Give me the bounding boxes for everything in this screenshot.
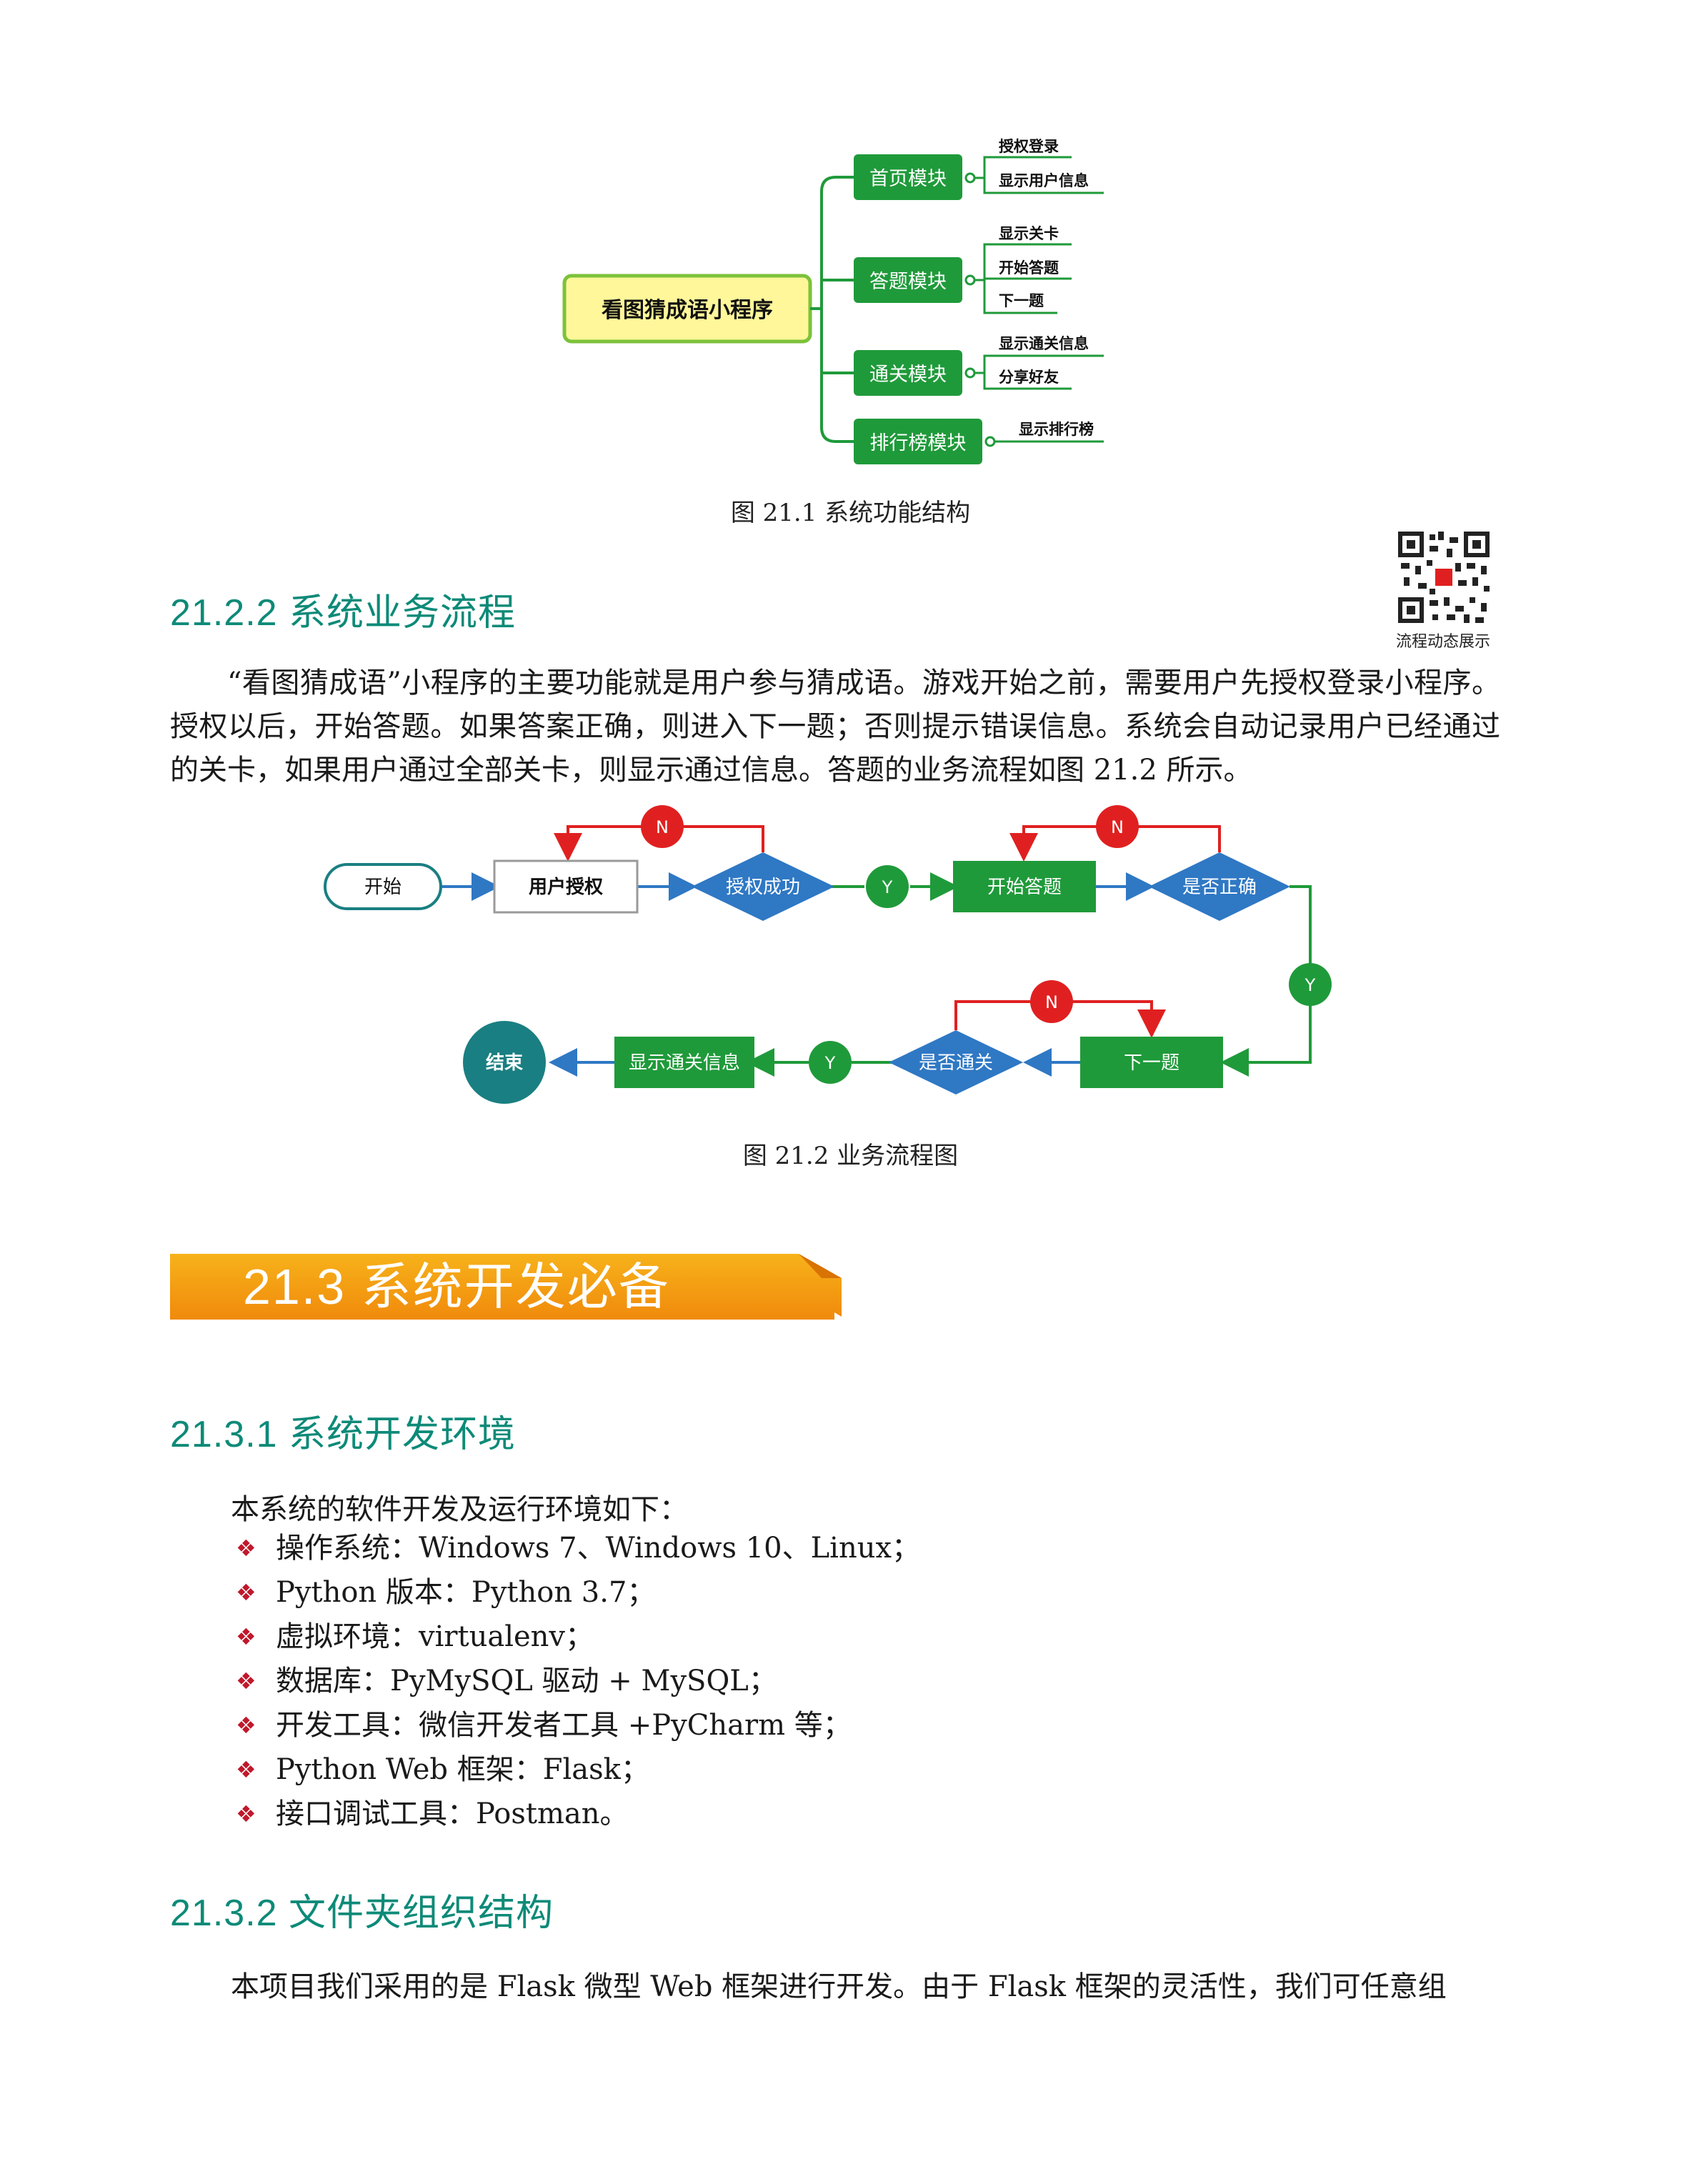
section-banner-title: 21.3 系统开发必备: [243, 1259, 670, 1315]
leaf-label: 分享好友: [999, 369, 1059, 386]
trunk-connectors: [810, 176, 854, 443]
diamond-bullet-icon: ❖: [236, 1535, 256, 1562]
no-badge-label: N: [656, 817, 669, 837]
module-box-rank: [854, 419, 982, 464]
flow-node-start: [324, 863, 442, 910]
business-flow-paragraph: “看图猜成语”小程序的主要功能就是用户参与猜成语。游戏开始之前，需要用户先授权登…: [170, 667, 1500, 787]
yes-badge: [866, 865, 909, 908]
leaf-label: 下一题: [999, 292, 1044, 309]
list-item-text: 接口调试工具：Postman。: [276, 1797, 629, 1830]
env-list: ❖ 操作系统：Windows 7、Windows 10、Linux； ❖ Pytho…: [236, 1526, 920, 1836]
module-label-rank: 排行榜模块: [870, 432, 967, 454]
root-node-label: 看图猜成语小程序: [602, 298, 773, 323]
flow-node-auth: [493, 859, 639, 914]
flow-label-correct: 是否正确: [1182, 877, 1257, 898]
module-label-home: 首页模块: [869, 168, 947, 190]
flow-decision-correct: [1149, 852, 1290, 921]
leaf-label: 开始答题: [999, 259, 1059, 276]
flow-label-show-pass: 显示通关信息: [629, 1052, 740, 1074]
list-item: ❖ Python Web 框架：Flask；: [236, 1747, 920, 1792]
diamond-bullet-icon: ❖: [236, 1800, 256, 1828]
function-structure-diagram: 看图猜成语小程序 首页模块 答题模块 通关模块 排行榜模块 授权登录 显示用户信…: [562, 138, 1104, 464]
flow-label-auth: 用户授权: [529, 876, 603, 898]
flow-label-begin: 开始答题: [987, 877, 1062, 898]
module-box-pass: [854, 350, 962, 396]
figure-21-1-caption: 图 21.1 系统功能结构: [730, 499, 971, 527]
qr-code-icon[interactable]: [1395, 529, 1492, 626]
flow-label-end: 结束: [486, 1052, 524, 1074]
flow-node-end: [463, 1021, 546, 1104]
list-item: ❖ 数据库：PyMySQL 驱动 + MySQL；: [236, 1659, 920, 1703]
list-item-text: Python Web 框架：Flask；: [276, 1753, 649, 1786]
no-badge-label: N: [1045, 992, 1058, 1012]
list-item: ❖ 接口调试工具：Postman。: [236, 1792, 920, 1836]
yes-badge-label: Y: [882, 877, 893, 897]
diamond-bullet-icon: ❖: [236, 1756, 256, 1783]
no-badge: [1030, 980, 1073, 1023]
module-label-pass: 通关模块: [869, 364, 947, 386]
list-item-text: 数据库：PyMySQL 驱动 + MySQL；: [276, 1665, 777, 1697]
leaf-label: 授权登录: [999, 138, 1059, 155]
flow-node-show-pass: [614, 1037, 754, 1088]
folder-structure-paragraph: 本项目我们采用的是 Flask 微型 Web 框架进行开发。由于 Flask 框…: [231, 1970, 1447, 2003]
list-item-text: 开发工具：微信开发者工具 +PyCharm 等；: [276, 1709, 852, 1742]
section-heading-21-2-2: 21.2.2 系统业务流程: [170, 592, 517, 634]
leaf-connectors: [964, 156, 1104, 447]
list-item-text: 虚拟环境：virtualenv；: [276, 1620, 594, 1653]
diamond-bullet-icon: ❖: [236, 1579, 256, 1606]
leaf-label: 显示关卡: [999, 225, 1059, 242]
diamond-bullet-icon: ❖: [236, 1712, 256, 1739]
no-badge-label: N: [1111, 817, 1124, 837]
flow-decision-passed: [889, 1030, 1023, 1095]
flow-decision-auth-ok: [692, 852, 834, 921]
business-flowchart: 开始 用户授权 授权成功 开始答题 是否正确 下一题 是否通关 显示通关信息 结…: [324, 805, 1332, 1104]
list-item: ❖ Python 版本：Python 3.7；: [236, 1570, 920, 1615]
module-box-quiz: [854, 257, 962, 303]
section-banner: [170, 1254, 842, 1320]
yes-badge-label: Y: [824, 1053, 836, 1073]
module-label-quiz: 答题模块: [869, 271, 947, 293]
list-item: ❖ 操作系统：Windows 7、Windows 10、Linux；: [236, 1526, 920, 1570]
yes-badge: [1289, 963, 1332, 1006]
flow-label-auth-ok: 授权成功: [726, 877, 800, 898]
list-item: ❖ 开发工具：微信开发者工具 +PyCharm 等；: [236, 1703, 920, 1747]
figure-21-2-caption: 图 21.2 业务流程图: [742, 1142, 959, 1170]
env-intro: 本系统的软件开发及运行环境如下：: [231, 1493, 688, 1526]
flow-label-next: 下一题: [1124, 1052, 1179, 1074]
list-item: ❖ 虚拟环境：virtualenv；: [236, 1615, 920, 1659]
flow-label-start: 开始: [364, 877, 401, 898]
list-item-text: Python 版本：Python 3.7；: [276, 1576, 656, 1609]
section-heading-21-3-1: 21.3.1 系统开发环境: [170, 1414, 517, 1455]
yes-badge-label: Y: [1305, 975, 1316, 995]
diamond-bullet-icon: ❖: [236, 1623, 256, 1650]
leaf-label: 显示用户信息: [999, 172, 1089, 189]
no-badge: [641, 805, 684, 848]
leaf-label: 显示通关信息: [999, 335, 1089, 352]
flow-node-begin: [953, 861, 1096, 912]
module-box-home: [854, 154, 962, 200]
flow-node-next: [1080, 1037, 1223, 1088]
yes-badge: [809, 1041, 852, 1084]
list-item-text: 操作系统：Windows 7、Windows 10、Linux；: [276, 1532, 921, 1565]
section-heading-21-3-2: 21.3.2 文件夹组织结构: [170, 1893, 554, 1934]
diamond-bullet-icon: ❖: [236, 1667, 256, 1695]
leaf-label: 显示排行榜: [1019, 421, 1094, 438]
qr-code-label: 流程动态展示: [1395, 633, 1490, 651]
flow-label-passed: 是否通关: [919, 1052, 993, 1074]
no-badge: [1096, 805, 1139, 848]
